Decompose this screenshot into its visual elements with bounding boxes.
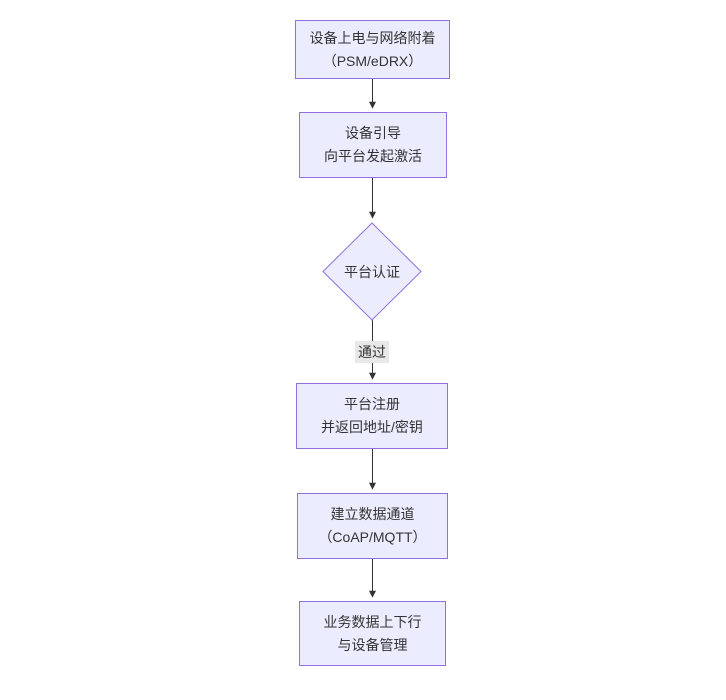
node-label-line: （PSM/eDRX）: [322, 52, 423, 69]
node-business-data: 业务数据上下行 与设备管理: [299, 601, 446, 666]
node-label-line: 建立数据通道: [330, 506, 415, 522]
node-data-channel: 建立数据通道 （CoAP/MQTT）: [297, 493, 448, 559]
edge-label-pass: 通过: [355, 341, 389, 363]
node-label-line: 设备上电与网络附着: [309, 29, 436, 46]
node-bootstrap: 设备引导 向平台发起激活: [299, 112, 447, 178]
node-label-line: （CoAP/MQTT）: [318, 529, 427, 545]
node-label-line: 平台认证: [344, 263, 400, 280]
node-label-line: 业务数据上下行: [323, 613, 422, 630]
node-label-line: 设备引导: [345, 125, 401, 141]
node-label-line: 平台注册: [344, 396, 400, 412]
node-label-line: 并返回地址/密钥: [321, 419, 423, 435]
node-platform-register: 平台注册 并返回地址/密钥: [296, 383, 448, 449]
decision-diamond-shape: [322, 222, 422, 321]
node-platform-auth: 平台认证: [323, 223, 421, 320]
node-label-line: 向平台发起激活: [324, 148, 422, 164]
node-power-attach: 设备上电与网络附着 （PSM/eDRX）: [295, 20, 450, 79]
node-label-line: 与设备管理: [337, 636, 408, 653]
